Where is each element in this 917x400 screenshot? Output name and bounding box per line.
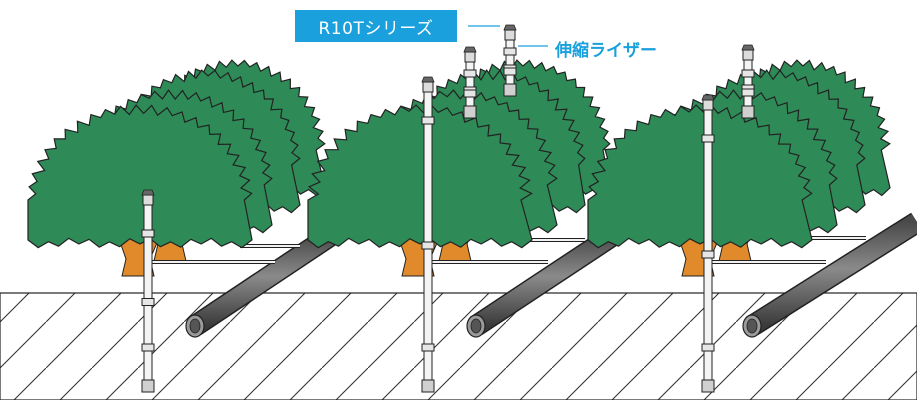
riser-coupling xyxy=(503,67,517,76)
riser-base xyxy=(141,379,155,393)
supply-pipe xyxy=(470,228,618,334)
sprinkler-body xyxy=(422,81,434,93)
back-riser xyxy=(463,46,477,119)
riser-base xyxy=(421,379,435,393)
pipe-bore xyxy=(746,318,758,334)
riser-base xyxy=(701,379,715,393)
riser-base xyxy=(741,105,755,119)
riser-coupling xyxy=(741,69,755,78)
series-label-box: R10Tシリーズ xyxy=(295,10,457,42)
riser-coupling xyxy=(701,343,715,352)
riser-coupling xyxy=(141,298,155,306)
riser-coupling xyxy=(141,343,155,352)
riser-coupling xyxy=(421,343,435,352)
sprinkler-head xyxy=(701,94,715,101)
supply-pipe xyxy=(189,228,336,334)
pipe-bore xyxy=(189,318,201,334)
riser-coupling xyxy=(463,89,477,98)
riser-coupling xyxy=(463,69,477,78)
front-riser xyxy=(701,94,715,393)
riser-group xyxy=(141,24,755,393)
series-label: R10Tシリーズ xyxy=(318,18,434,39)
tree-canopy xyxy=(587,104,813,249)
tree-canopy xyxy=(307,104,533,249)
tree-canopy xyxy=(27,104,253,249)
sprinkler-head xyxy=(503,24,517,31)
sprinkler-head xyxy=(421,76,435,83)
sprinkler-body xyxy=(464,51,476,63)
riser-base xyxy=(503,83,517,97)
pipe-bore xyxy=(470,318,482,334)
telescoping-riser xyxy=(503,24,517,97)
sprinkler-body xyxy=(702,99,714,111)
front-riser xyxy=(141,189,155,393)
riser-coupling xyxy=(503,47,517,56)
sprinkler-head xyxy=(141,189,155,196)
supply-pipe xyxy=(746,213,917,335)
riser-base xyxy=(463,105,477,119)
riser-coupling xyxy=(701,134,715,143)
sprinkler-body xyxy=(504,29,516,41)
sprinkler-body xyxy=(142,194,154,206)
riser-coupling xyxy=(421,116,435,125)
sprinkler-body xyxy=(742,49,754,61)
riser-coupling xyxy=(141,229,155,238)
supply-pipes xyxy=(150,212,917,338)
riser-coupling xyxy=(741,88,755,97)
front-riser xyxy=(421,76,435,393)
sprinkler-head xyxy=(741,44,755,51)
sprinkler-head xyxy=(463,46,477,53)
riser-coupling xyxy=(701,250,715,259)
back-riser xyxy=(741,44,755,119)
riser-label: 伸縮ライザー xyxy=(555,41,657,61)
riser-coupling xyxy=(421,241,435,250)
